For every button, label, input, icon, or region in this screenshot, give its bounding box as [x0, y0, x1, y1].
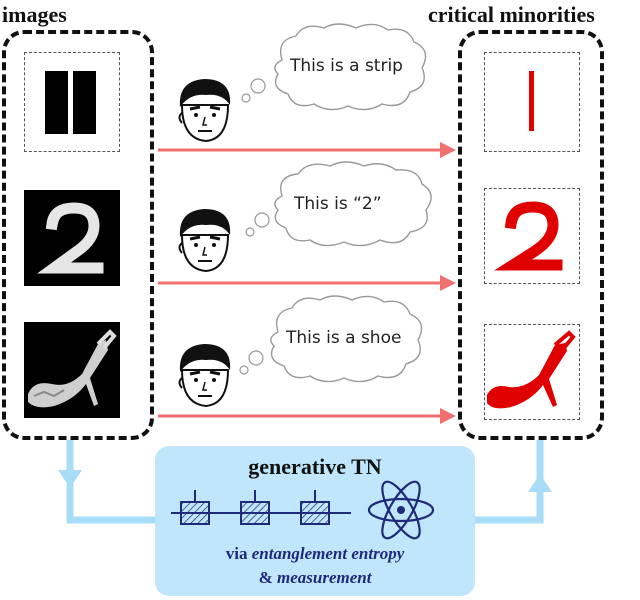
observer-face-3	[176, 340, 234, 410]
tn-title: generative TN	[248, 454, 382, 479]
flow-right-arrowhead	[528, 474, 552, 492]
tensor-network-diagram	[171, 490, 351, 525]
critical-minorities-title: critical minorities	[428, 2, 595, 27]
flow-left-arrowhead	[58, 470, 82, 488]
thought-bubble-3: This is a shoe	[234, 292, 434, 387]
tensor-node-2	[240, 490, 270, 525]
strip-image	[24, 52, 120, 152]
tensor-node-1	[180, 490, 210, 525]
arrow-row-1	[158, 142, 456, 158]
flow-right-line	[470, 440, 544, 524]
tn-subtitle-line-2: & measurement	[258, 568, 372, 587]
thought-text-1: This is a strip	[290, 56, 403, 76]
atom-icon	[367, 480, 435, 540]
shoe-minority	[484, 324, 580, 420]
flow-left-line	[66, 440, 160, 524]
shoe-image	[24, 322, 120, 418]
images-panel	[2, 30, 154, 440]
strip-minority	[484, 52, 580, 152]
images-title: images	[2, 2, 67, 27]
observer-face-2	[176, 205, 234, 275]
digit-two-minority	[484, 188, 580, 284]
generative-tn-box: generative TN via entanglement entropy &…	[155, 446, 475, 596]
critical-minorities-panel	[458, 30, 604, 440]
observer-face-1	[176, 75, 234, 145]
thought-text-3: This is a shoe	[286, 328, 402, 348]
thought-text-2: This is “2”	[294, 194, 382, 214]
tn-subtitle-line-1: via entanglement entropy	[225, 544, 405, 563]
arrow-row-3	[158, 408, 456, 424]
tensor-node-3	[300, 490, 330, 525]
digit-two-image	[24, 190, 120, 286]
thought-bubble-1: This is a strip	[238, 20, 438, 115]
arrow-row-2	[158, 275, 456, 291]
thought-bubble-2: This is “2”	[242, 160, 442, 250]
